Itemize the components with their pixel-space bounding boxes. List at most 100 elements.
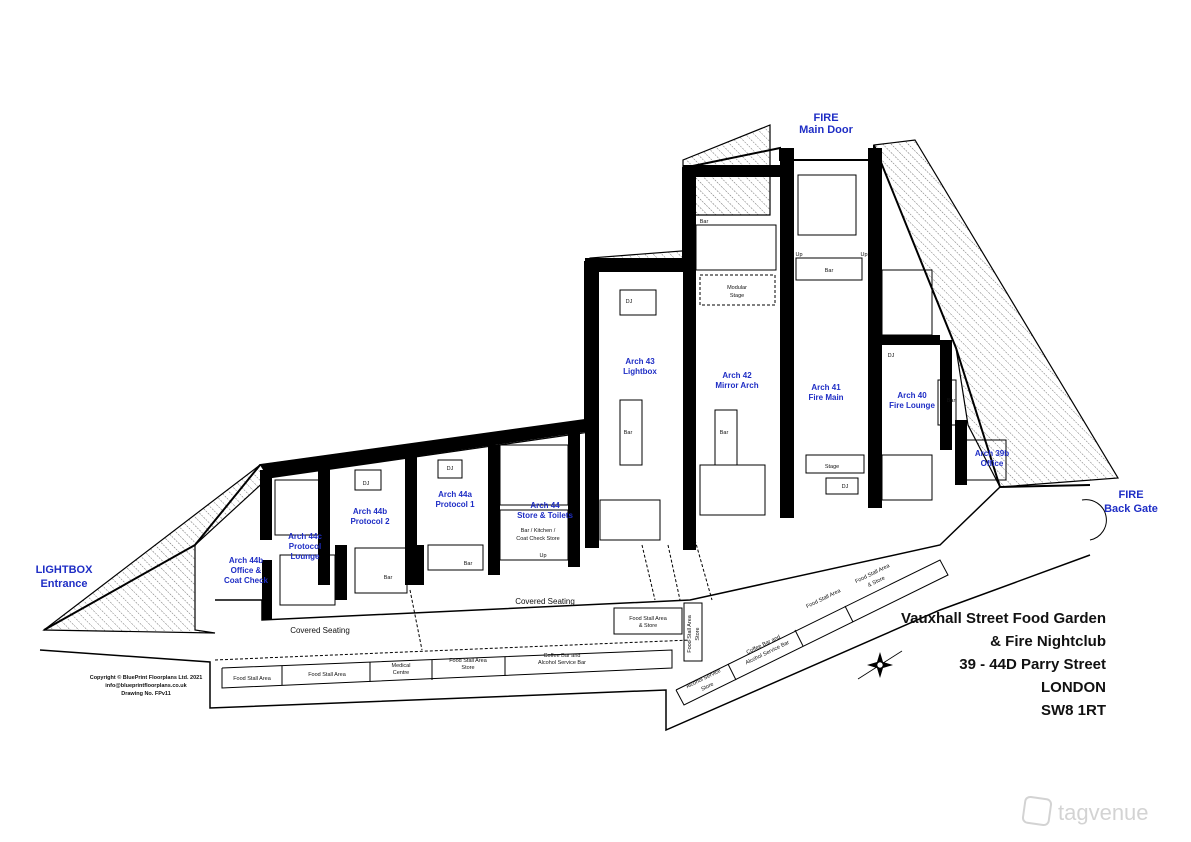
office-39b [957,439,1007,481]
stage-label-41: Stage [825,464,839,470]
blue-labels: FIRE Main Door FIRE Back Gate LIGHTBOX E… [36,112,1158,590]
food-stall-amp-store-label-1: Food Stall Area [629,616,668,622]
hatched-zone-east [873,139,1120,488]
lightbox-entrance-label-2: Entrance [40,578,87,590]
medical-centre-label-1: Medical [392,663,411,669]
arch41-label-1: Arch 41 [811,383,841,392]
title-line-3: 39 - 44D Parry Street [959,656,1106,673]
up-label-41-left: Up [795,252,802,258]
arch43-label-2: Lightbox [623,367,657,376]
arch39b-label-1: Arch 39b [975,449,1009,458]
bar-42 [714,409,738,466]
store-44-lower [499,509,569,561]
arch-wall-d [868,148,882,508]
stage-41 [805,454,865,474]
south-wall [215,486,1001,621]
arch44a-label-2: Protocol 1 [435,500,475,509]
copyright-line-1: Copyright © BluePrint Floorplans Ltd. 20… [90,674,203,681]
bar-label-44a: Bar [464,561,473,567]
watermark-text: tagvenue [1058,800,1149,825]
food-stall-store-label-2: Store [461,665,474,671]
stall-strip-east [675,559,949,706]
top-wall-43 [585,258,683,272]
covered-line-2 [409,589,423,651]
arch44c-label-3: Lounge [291,552,320,561]
wall-44a-lower [412,545,424,585]
dj-label-41: DJ [842,484,849,490]
hatched-zones [42,124,1120,634]
bar-label-41: Bar [825,268,834,274]
arch44b-office-label-1: Arch 44b [229,556,263,565]
covered-line-5 [694,539,713,601]
toilets-44c [274,479,321,536]
modular-stage-label-2: Stage [730,293,744,299]
covered-line-3 [641,544,656,601]
dj-label-44b: DJ [363,481,370,487]
food-stall-store-box [613,607,683,635]
back-gate-swing [1081,499,1107,541]
dj-41 [825,477,859,495]
up-label-44: Up [539,553,546,559]
dj-43 [619,289,657,316]
fixtures [214,174,1007,706]
bar-label-44b: Bar [384,575,393,581]
bar-42-top [695,224,777,271]
toilets-40-top [881,269,933,336]
arch43-label-1: Arch 43 [625,357,655,366]
title-line-4: LONDON [1041,679,1106,696]
arch-wall-a [585,258,599,548]
fire-back-gate-label-2: Back Gate [1104,503,1158,515]
modular-stage-label-1: Modular [727,285,747,291]
east-div-2 [794,629,804,647]
arch44b-label-1: Arch 44b [353,507,387,516]
food-stall-area-label-2: Food Stall Area [308,672,347,678]
watermark-logo-icon [1021,795,1053,827]
food-stall-store-vert [683,602,703,662]
top-wall-42 [683,165,780,177]
bar-label-43: Bar [624,430,633,436]
covered-line-1 [214,639,691,661]
covered-seating-label-2: Covered Seating [515,597,575,606]
compass-icon [857,650,903,680]
arch-44-wall-top [260,420,585,478]
copyright-line-3: Drawing No. FPv11 [121,691,171,697]
covered-seating-label-1: Covered Seating [290,626,350,635]
coffee-bar-label-2: Alcohol Service Bar [538,660,586,666]
covered-line-4 [667,544,681,601]
wall-44c [260,470,272,540]
bar-40 [937,379,957,426]
title-line-2: & Fire Nightclub [990,633,1106,650]
bar-kitchen-label-1: Bar / Kitchen / [521,528,556,534]
arch-wall-c [780,148,794,518]
outer-wall [43,144,1091,631]
food-stall-vert-label-1: Food Stall Area [687,614,693,653]
alcohol-service-store-label-2: Store [700,682,714,693]
modular-stage [699,274,776,306]
food-stall-vert-label-2: Store [695,627,701,640]
walls [39,144,1107,732]
title-block: Vauxhall Street Food Garden & Fire Night… [901,610,1106,719]
arch44b-office-label-3: Coat Check [224,576,269,585]
dj-label-43: DJ [626,299,633,305]
stall-strip [221,649,673,689]
wall-40-right [940,340,952,450]
arch44c-label-1: Arch 44c [288,532,322,541]
bar-44b [354,547,408,594]
arch41-label-2: Fire Main [808,393,843,402]
arch42-label-1: Arch 42 [722,371,752,380]
arch44-label-1: Arch 44 [530,501,560,510]
arch42-label-2: Mirror Arch [715,381,758,390]
title-line-1: Vauxhall Street Food Garden [901,610,1106,627]
food-stall-store-label-1: Food Stall Area [449,658,488,664]
fire-back-gate-label-1: FIRE [1118,489,1143,501]
wall-44b-lower [335,545,347,600]
arch44a-label-1: Arch 44a [438,490,472,499]
arch40-label-1: Arch 40 [897,391,927,400]
bar-44a [427,544,484,571]
bar-43 [619,399,643,466]
wall-44 [488,445,500,575]
toilets-44c-lower [279,554,336,606]
fire-main-door-label-2: Main Door [799,124,853,136]
wall-44c-lower [262,560,272,620]
